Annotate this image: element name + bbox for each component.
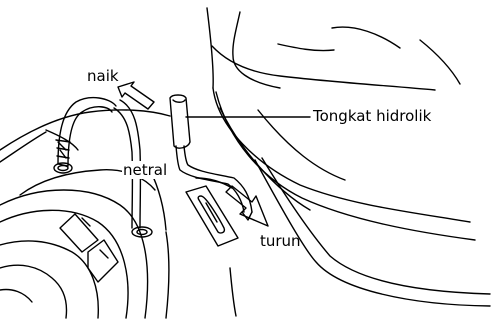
- wheel: [0, 190, 148, 318]
- cab-outline: [207, 8, 490, 316]
- label-netral: netral: [122, 161, 168, 179]
- label-naik: naik: [86, 67, 120, 85]
- label-tongkat-hidrolik: Tongkat hidrolik: [312, 107, 432, 125]
- pipe-left: [54, 98, 116, 173]
- deck-outline: [0, 110, 232, 318]
- hydraulic-lever: [170, 95, 252, 220]
- label-turun: turun: [259, 232, 302, 250]
